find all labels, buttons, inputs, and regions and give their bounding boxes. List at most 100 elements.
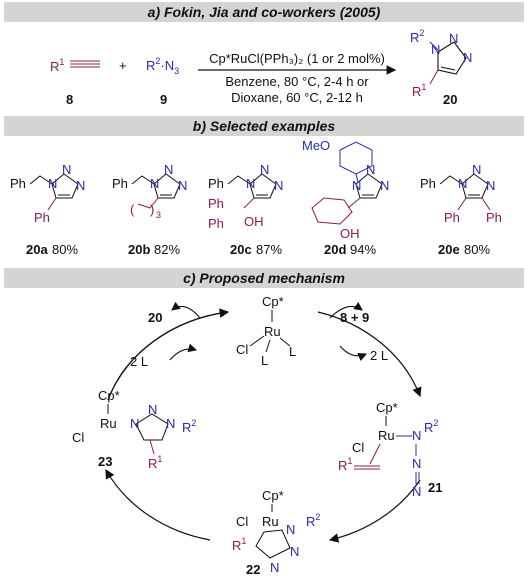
svg-text:Ph: Ph <box>208 196 224 211</box>
svg-text:N: N <box>352 178 361 193</box>
svg-text:Ph: Ph <box>208 176 224 191</box>
conditions-line-1: Benzene, 80 °C, 2-4 h or <box>225 74 369 89</box>
svg-text:Cp*: Cp* <box>262 488 284 503</box>
label-20c: 20c <box>230 242 252 257</box>
svg-text:Ph: Ph <box>420 176 436 191</box>
svg-text:N: N <box>412 484 421 499</box>
svg-text:Cl: Cl <box>236 514 248 529</box>
svg-text:R2: R2 <box>424 418 438 435</box>
svg-text:N: N <box>274 178 283 193</box>
yield-20b: 82% <box>154 242 180 257</box>
svg-text:N: N <box>148 402 157 417</box>
svg-text:N: N <box>246 176 255 191</box>
section-b-header: b) Selected examples <box>4 116 524 136</box>
svg-text:Cl: Cl <box>352 440 364 455</box>
n3: N <box>463 50 472 65</box>
ligand-in-arrow-left <box>169 343 198 361</box>
svg-text:OH: OH <box>340 226 360 241</box>
product-release-arrow <box>171 301 201 319</box>
yield-20a: 80% <box>52 242 78 257</box>
product-r1: R1 <box>412 82 426 99</box>
reagent-in-arrow <box>329 301 363 319</box>
compound-9-label: 9 <box>160 92 167 107</box>
product-20-structure: N N N R2 R1 20 <box>410 28 472 107</box>
svg-text:Ph: Ph <box>10 176 26 191</box>
svg-text:N: N <box>260 162 269 177</box>
svg-text:Ru: Ru <box>262 514 279 529</box>
example-20c: Ph N N N Ph Ph OH 20c 87% <box>208 162 283 257</box>
svg-text:N: N <box>178 178 187 193</box>
svg-text:N: N <box>412 456 421 471</box>
cycle-product-20: 20 <box>148 310 162 325</box>
intermediate-22: Cp* Ru Cl N R2 N N R1 22 <box>232 488 320 577</box>
intermediate-23: Cp* Ru Cl N N N R2 R1 23 <box>72 388 196 471</box>
label-20b: 20b <box>128 242 150 257</box>
arc-left-up <box>107 308 230 401</box>
complex-cp-ru-cl-l2: Cp* Ru Cl L L <box>236 294 296 368</box>
svg-text:R2: R2 <box>306 512 320 529</box>
svg-text:OH: OH <box>244 214 264 229</box>
svg-text:R1: R1 <box>148 454 162 471</box>
svg-text:N: N <box>458 176 467 191</box>
yield-20c: 87% <box>256 242 282 257</box>
svg-text:Ph: Ph <box>34 210 50 225</box>
example-20a: Ph N N N Ph 20a 80% <box>10 162 85 257</box>
svg-text:Ph: Ph <box>112 176 128 191</box>
azide-r2: R2·N3 <box>146 56 179 76</box>
arc-top-right <box>317 311 422 398</box>
svg-text:N: N <box>412 428 421 443</box>
svg-text:N: N <box>290 544 299 559</box>
two-l-left: 2 L <box>130 354 148 369</box>
yield-20e: 80% <box>464 242 490 257</box>
yield-20d: 94% <box>350 242 376 257</box>
svg-text:N: N <box>380 178 389 193</box>
svg-text:N: N <box>286 522 295 537</box>
conditions-line-2: Dioxane, 60 °C, 2-12 h <box>231 90 363 105</box>
svg-text:N: N <box>130 416 139 431</box>
svg-text:Ru: Ru <box>378 428 395 443</box>
cycle-reagents: 8 + 9 <box>340 310 369 325</box>
svg-text:23: 23 <box>98 454 112 469</box>
svg-text:MeO: MeO <box>302 138 330 153</box>
svg-text:Ru: Ru <box>100 416 117 431</box>
svg-text:22: 22 <box>246 562 260 577</box>
n2: N <box>449 31 458 46</box>
svg-text:21: 21 <box>428 480 442 495</box>
alkyne-r1: R1 <box>50 57 64 74</box>
section-b-title: b) Selected examples <box>192 118 336 134</box>
section-a-header: a) Fokin, Jia and co-workers (2005) <box>4 2 524 22</box>
section-c-header: c) Proposed mechanism <box>4 268 524 288</box>
compound-8-label: 8 <box>66 92 73 107</box>
section-c-title: c) Proposed mechanism <box>183 270 345 286</box>
svg-text:N: N <box>150 176 159 191</box>
svg-text:Cp*: Cp* <box>98 388 120 403</box>
svg-text:N: N <box>48 176 57 191</box>
selected-examples: Ph N N N Ph 20a 80% Ph N N N ( ) 3 20b <box>10 138 502 257</box>
alkyne-triple-bond <box>70 60 100 68</box>
svg-text:Ph: Ph <box>444 210 460 225</box>
svg-text:R1: R1 <box>338 456 352 473</box>
svg-text:(: ( <box>130 202 135 217</box>
svg-text:N: N <box>164 162 173 177</box>
example-20e: Ph N N N Ph Ph 20e 80% <box>420 162 502 257</box>
svg-text:Cl: Cl <box>236 342 248 357</box>
section-a-title: a) Fokin, Jia and co-workers (2005) <box>147 4 381 20</box>
product-r2: R2 <box>410 28 424 45</box>
svg-text:N: N <box>270 560 279 575</box>
svg-text:Cp*: Cp* <box>376 400 398 415</box>
svg-text:Cl: Cl <box>72 430 84 445</box>
compound-20-label: 20 <box>443 92 457 107</box>
reaction-a: R1 8 + R2·N3 9 Cp*RuCl(PPh₃)₂ (1 or 2 mo… <box>50 28 472 107</box>
arc-bottom-left <box>105 468 211 541</box>
svg-text:L: L <box>289 344 296 359</box>
svg-text:N: N <box>486 178 495 193</box>
svg-text:): ) <box>150 202 154 217</box>
label-20a: 20a <box>26 242 48 257</box>
arc-bottom-right <box>328 479 421 543</box>
example-20b: Ph N N N ( ) 3 20b 82% <box>112 162 187 257</box>
label-20e: 20e <box>438 242 460 257</box>
svg-text:Ph: Ph <box>486 210 502 225</box>
n1: N <box>431 42 440 57</box>
label-20d: 20d <box>324 242 346 257</box>
